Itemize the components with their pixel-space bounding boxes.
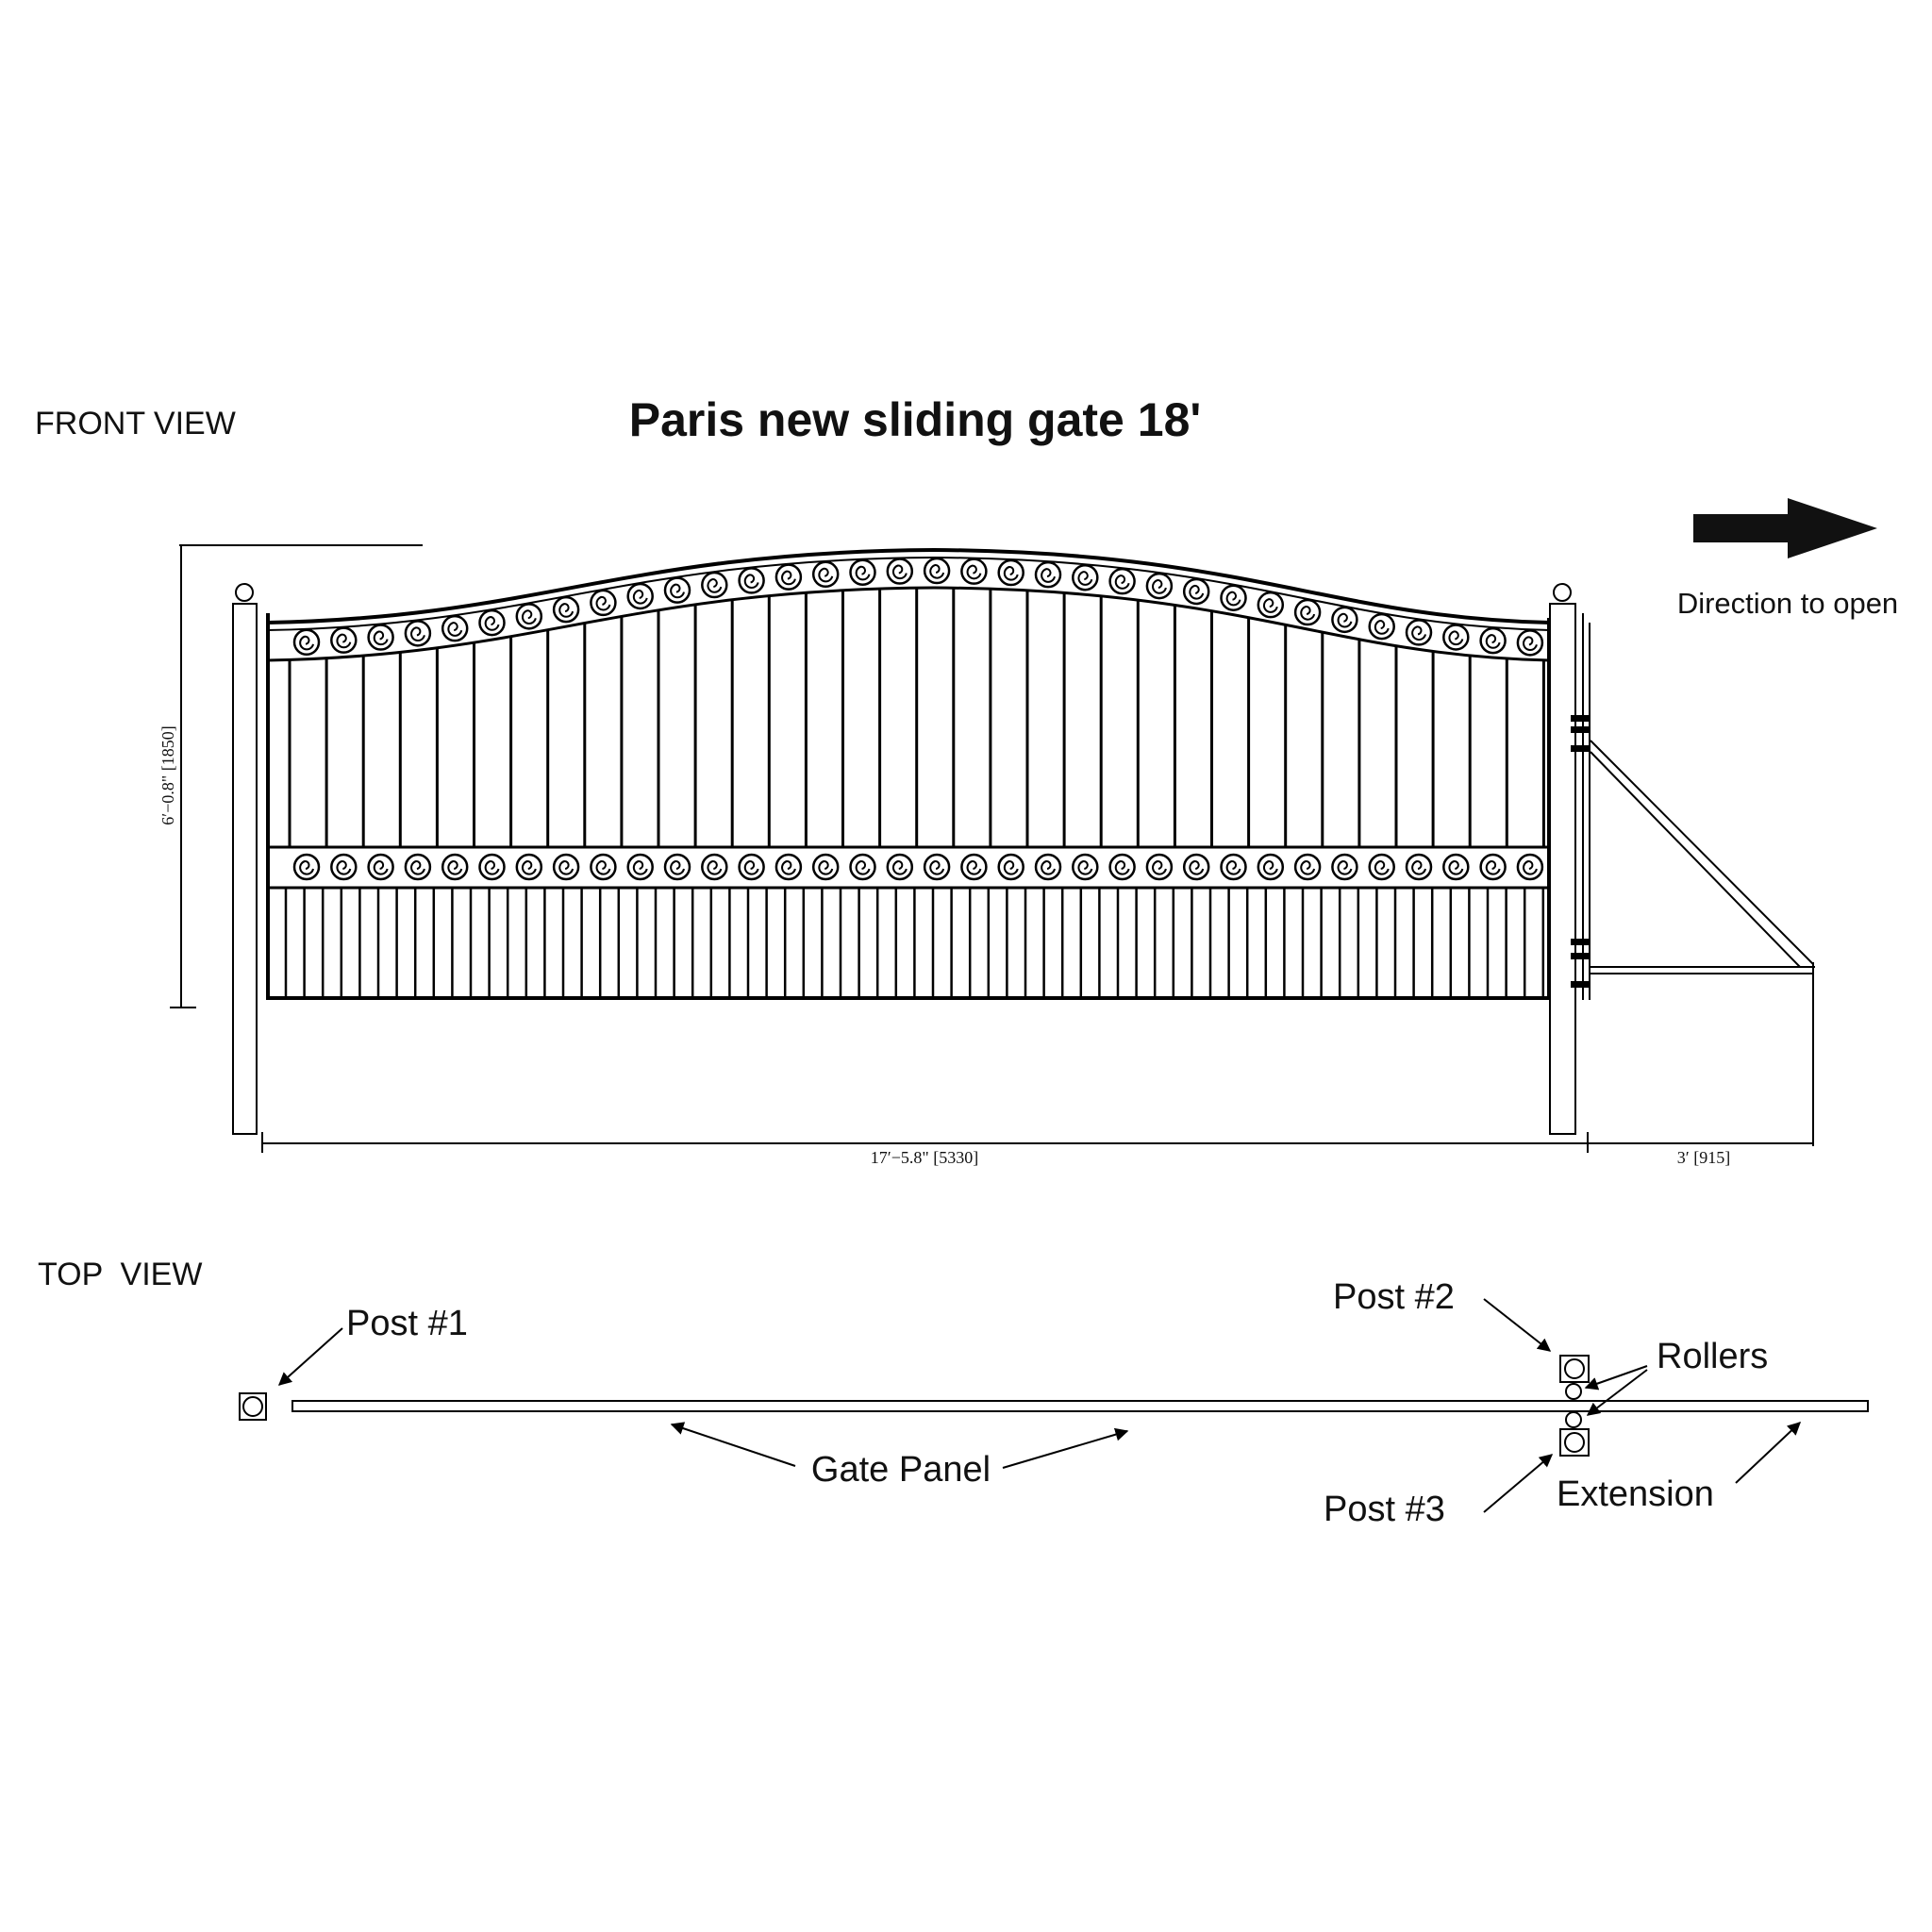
- scroll-ornament: [1516, 853, 1544, 881]
- scroll-ornament: [626, 582, 654, 610]
- scroll-ornament: [367, 853, 394, 881]
- scroll-ornament: [1516, 629, 1544, 657]
- direction-label: Direction to open: [1677, 587, 1898, 620]
- scroll-ornament: [1108, 853, 1136, 881]
- front-view-label: FRONT VIEW: [35, 406, 236, 441]
- scroll-ornament: [330, 853, 358, 881]
- scroll-ornament: [1405, 619, 1433, 646]
- scroll-ornament: [774, 563, 803, 591]
- scroll-ornament: [1293, 853, 1322, 881]
- right-post: [1549, 583, 1576, 1135]
- scroll-ornament: [515, 603, 543, 630]
- scroll-ornament: [738, 567, 765, 594]
- gate-panel-front: [266, 547, 1551, 1000]
- scroll-ornament: [774, 853, 803, 881]
- post-2-plan: [1559, 1355, 1590, 1383]
- height-dimension: [170, 544, 423, 1008]
- callout-arrows: [277, 1298, 1802, 1513]
- scroll-ornament: [1072, 563, 1099, 591]
- diagram-title: Paris new sliding gate 18': [629, 393, 1202, 446]
- scroll-ornament: [1368, 853, 1395, 881]
- scroll-ornament: [886, 853, 914, 881]
- height-dimension-label: 6′−0.8" [1850]: [158, 725, 177, 824]
- scroll-ornament: [1145, 572, 1174, 600]
- scroll-ornament: [1293, 598, 1322, 626]
- scroll-ornament: [292, 628, 321, 657]
- left-post: [232, 583, 258, 1135]
- scroll-ornament: [1182, 577, 1210, 606]
- scroll-ornament: [441, 853, 469, 881]
- post-1-label: Post #1: [346, 1304, 468, 1343]
- scroll-ornament: [701, 853, 728, 881]
- rollers-plan: [1565, 1383, 1582, 1428]
- scroll-ornament: [1479, 626, 1507, 655]
- scroll-ornament: [1331, 853, 1358, 881]
- scroll-ornament: [1072, 853, 1099, 881]
- scroll-ornament: [626, 853, 654, 881]
- scroll-ornament: [515, 853, 543, 881]
- scroll-ornament: [1442, 853, 1470, 881]
- scroll-ornament: [1182, 853, 1210, 881]
- scroll-ornament: [849, 558, 876, 586]
- scroll-ornament: [478, 853, 506, 881]
- scroll-ornament: [663, 576, 691, 604]
- post-3-plan: [1559, 1428, 1590, 1457]
- rollers-label: Rollers: [1657, 1337, 1768, 1376]
- gate-panel-label: Gate Panel: [811, 1450, 991, 1490]
- scroll-ornament: [960, 558, 988, 585]
- scroll-ornament: [1034, 560, 1062, 589]
- post-2-label: Post #2: [1333, 1277, 1455, 1317]
- scroll-ornament: [1331, 606, 1358, 634]
- scroll-ornament: [441, 614, 469, 642]
- scroll-ornament: [923, 557, 951, 585]
- gate-extension-front: [1582, 613, 1815, 1146]
- scroll-ornament: [849, 853, 876, 881]
- scroll-ornament: [478, 608, 506, 637]
- extension-dimension-label: 3′ [915]: [1677, 1148, 1730, 1167]
- scroll-ornament: [367, 624, 394, 651]
- scroll-ornament: [701, 571, 728, 599]
- scroll-ornament: [590, 853, 617, 881]
- scroll-ornament: [1257, 591, 1285, 619]
- scroll-ornament: [923, 853, 951, 881]
- roller-brackets: [1571, 715, 1590, 988]
- scroll-ornament: [1034, 853, 1062, 881]
- extension-label: Extension: [1557, 1474, 1714, 1514]
- scroll-ornament: [1405, 853, 1433, 881]
- arrow-right-icon: [1693, 498, 1877, 558]
- scroll-ornament: [1479, 853, 1507, 881]
- scroll-ornament: [811, 853, 840, 881]
- scroll-ornament: [552, 595, 580, 624]
- gate-panel-plan: [291, 1400, 1869, 1412]
- scroll-ornament: [404, 620, 432, 647]
- scroll-ornament: [811, 560, 840, 589]
- scroll-ornament: [552, 853, 580, 881]
- top-view-label: TOP VIEW: [38, 1257, 202, 1292]
- width-dimension-label: 17′−5.8" [5330]: [871, 1148, 978, 1167]
- gate-top-arch: [266, 547, 1551, 625]
- scroll-ornament: [1220, 584, 1247, 611]
- scroll-ornament: [997, 853, 1024, 881]
- scroll-ornament: [1257, 853, 1285, 881]
- gate-pickets: [284, 588, 1545, 998]
- scroll-ornament: [960, 853, 988, 881]
- scroll-ornament: [330, 626, 358, 654]
- scroll-ornament: [292, 853, 321, 881]
- scroll-ornament: [738, 853, 765, 881]
- scroll-ornament: [1368, 612, 1395, 641]
- scroll-ornament: [590, 589, 617, 617]
- post-1-plan: [239, 1392, 267, 1421]
- scroll-ornament: [663, 853, 691, 881]
- scroll-ornament: [404, 853, 432, 881]
- scroll-ornament: [997, 558, 1024, 587]
- scroll-ornament: [1442, 624, 1470, 651]
- width-dimension: [261, 1132, 1813, 1153]
- scroll-ornament: [1220, 853, 1247, 881]
- scroll-ornament: [886, 558, 914, 585]
- scroll-ornament: [1145, 853, 1174, 881]
- post-3-label: Post #3: [1324, 1490, 1445, 1529]
- scroll-ornament: [1108, 567, 1136, 595]
- gate-scrolls: [292, 557, 1544, 881]
